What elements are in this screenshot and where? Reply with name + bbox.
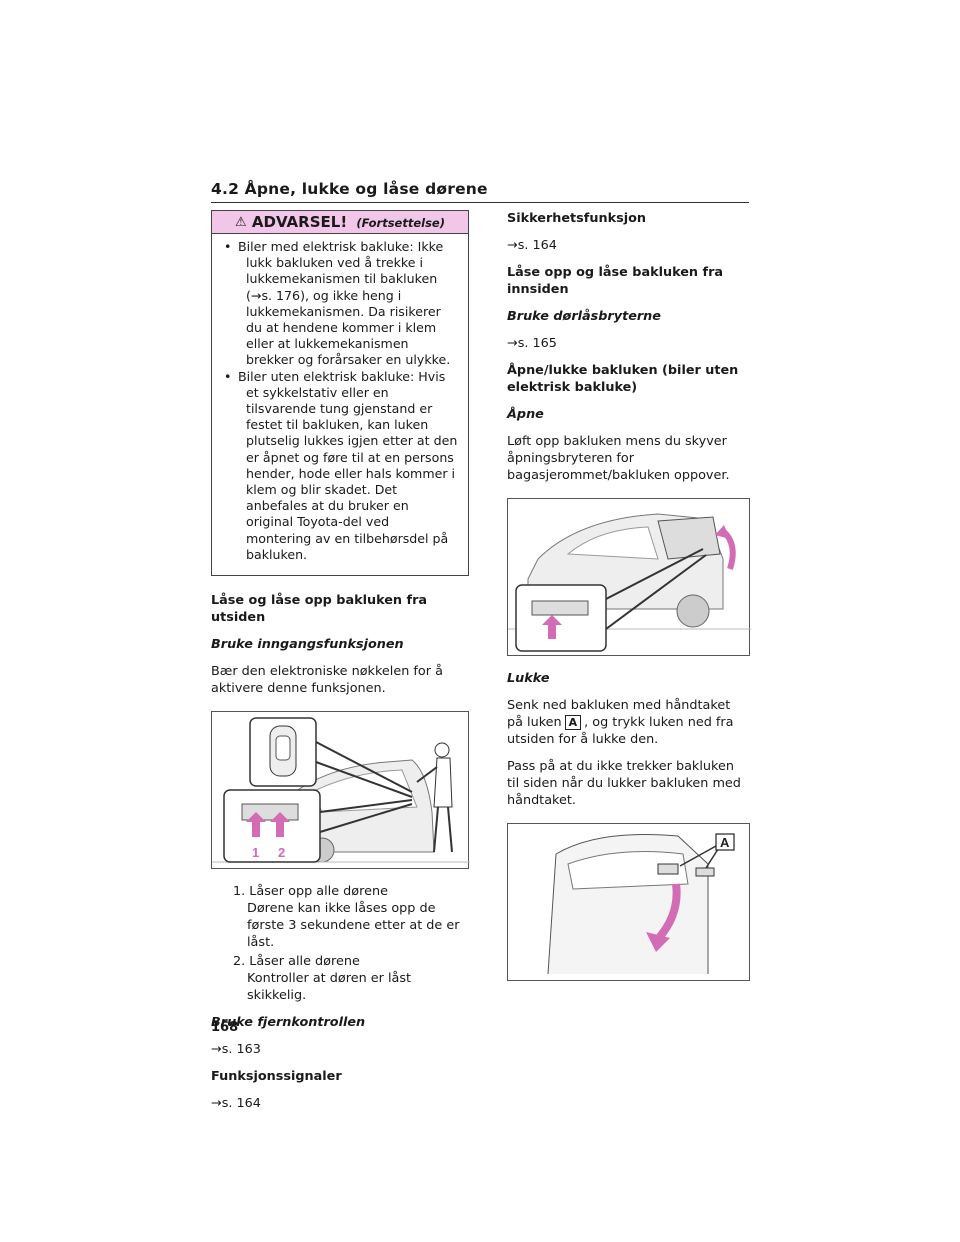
figure-open-tailgate	[507, 498, 751, 656]
warning-header: ⚠ ADVARSEL! (Fortsettelse)	[212, 211, 468, 234]
step-item: 1. Låser opp alle dørene Dørene kan ikke…	[233, 884, 460, 951]
ref-switches[interactable]: →s. 165	[507, 336, 557, 351]
warning-bullet: •Biler med elektrisk bakluke: Ikke lukk …	[224, 239, 451, 368]
steps-list: 1. Låser opp alle dørene Dørene kan ikke…	[211, 883, 469, 1004]
figure-close-tailgate: A	[507, 823, 750, 981]
heading-inside: Låse opp og låse bakluken fra innsiden	[507, 265, 724, 297]
figure-label-1: 1	[252, 845, 259, 860]
warning-box: ⚠ ADVARSEL! (Fortsettelse) •Biler med el…	[211, 210, 469, 577]
heading-door-switches: Bruke dørlåsbryterne	[507, 309, 661, 324]
open-tailgate-illustration	[508, 513, 751, 652]
step-item: 2. Låser alle dørene Kontroller at døren…	[233, 954, 412, 1004]
heading-open: Åpne	[507, 407, 544, 422]
heading-open-close: Åpne/lukke bakluken (biler uten elektris…	[507, 363, 739, 395]
heading-close: Lukke	[507, 671, 550, 686]
warning-title: ADVARSEL!	[251, 213, 348, 231]
warning-list: •Biler med elektrisk bakluke: Ikke lukk …	[212, 234, 468, 575]
section-header: 4.2 Åpne, lukke og låse dørene	[211, 180, 749, 203]
warning-continued: (Fortsettelse)	[356, 216, 445, 230]
tailgate-key-illustration: 1 2	[212, 717, 470, 863]
figure-label-2: 2	[278, 845, 285, 860]
warning-bullet: •Biler uten elektrisk bakluke: Hvis et s…	[224, 368, 458, 562]
heading-signals: Funksjonssignaler	[211, 1069, 342, 1085]
heading-safety: Sikkerhetsfunksjon	[507, 211, 646, 226]
left-column: ⚠ ADVARSEL! (Fortsettelse) •Biler med el…	[211, 210, 470, 1122]
heading-remote: Bruke fjernkontrollen	[211, 1015, 366, 1031]
page-number: 168	[211, 1020, 239, 1035]
warning-triangle-icon: ⚠	[235, 215, 247, 230]
open-paragraph: Løft opp bakluken mens du skyver åpnings…	[507, 434, 730, 483]
figure-label-a: A	[720, 835, 730, 850]
heading-outside: Låse og låse opp bakluken fra utsiden	[211, 593, 428, 626]
ref-signals[interactable]: →s. 164	[211, 1096, 261, 1112]
right-column: Sikkerhetsfunksjon →s. 164 Låse opp og l…	[507, 210, 751, 995]
figure-entry-function: 1 2	[211, 711, 470, 870]
ref-safety[interactable]: →s. 164	[507, 238, 557, 253]
label-a-badge: A	[564, 715, 582, 730]
entry-paragraph: Bær den elektroniske nøkkelen for å akti…	[211, 664, 443, 697]
close-tailgate-illustration: A	[547, 833, 735, 975]
close-paragraph-2: Pass på at du ikke trekker bakluken til …	[507, 759, 741, 808]
heading-entry-function: Bruke inngangsfunksjonen	[211, 637, 404, 653]
ref-remote[interactable]: →s. 163	[211, 1042, 261, 1058]
close-paragraph: Senk ned bakluken med håndtaket på luken…	[507, 698, 734, 747]
